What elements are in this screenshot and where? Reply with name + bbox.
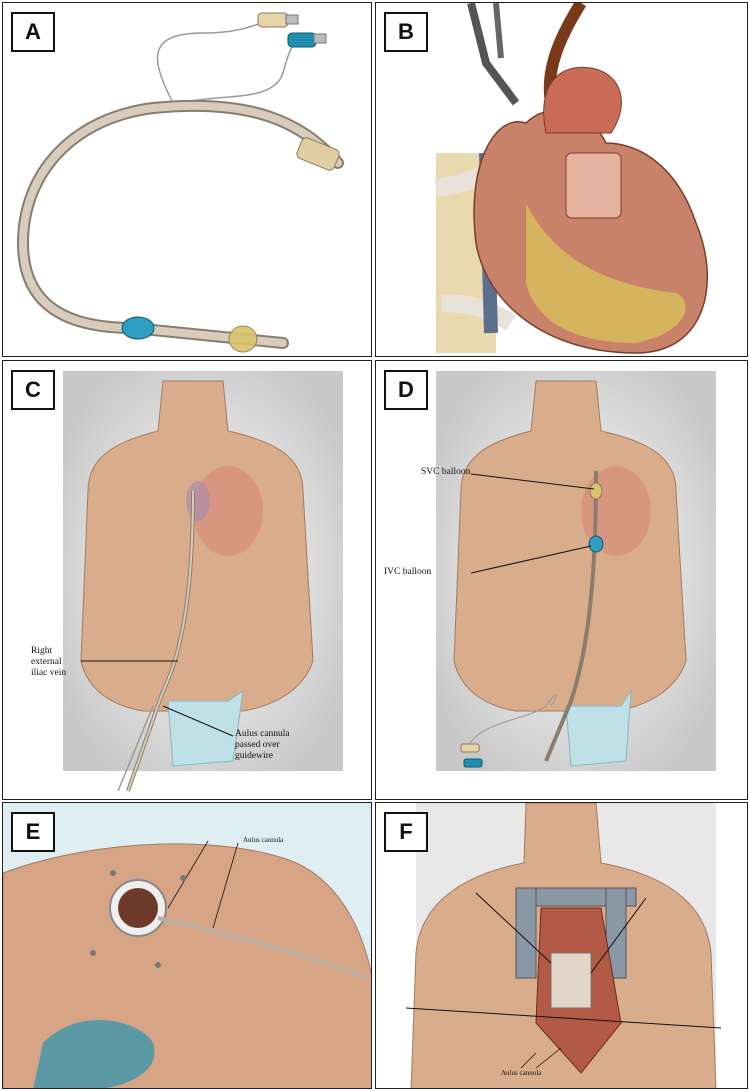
- panel-b: B: [375, 2, 748, 357]
- label-aulus-cannula-e: Aulus cannula: [243, 836, 284, 844]
- torso-illustration-d: [436, 371, 716, 771]
- ivc-balloon-marker: [588, 535, 604, 553]
- sternotomy-illustration: [405, 803, 722, 1088]
- panel-d: D SVC balloon IVC balloon: [375, 360, 748, 800]
- panel-label-c: C: [11, 370, 55, 410]
- drape: [167, 689, 244, 767]
- panel-e: E Aulus cannula: [2, 802, 372, 1089]
- beige-connector: [257, 12, 289, 28]
- panel-label-d: D: [384, 370, 428, 410]
- label-ivc-balloon: IVC balloon: [384, 567, 432, 577]
- panel-label-e: E: [11, 812, 55, 852]
- label-svc-balloon: SVC balloon: [421, 467, 471, 477]
- panel-f: F Aulus cannula: [375, 802, 748, 1089]
- panel-label-b: B: [384, 12, 428, 52]
- heart-illustration: [434, 3, 708, 354]
- panel-c: C Right external iliac vein Aulus cannul…: [2, 360, 372, 800]
- label-aulus-cannula-guidewire: Aulus cannula passed over guidewire: [235, 729, 290, 761]
- cannula-illustration: [16, 12, 344, 353]
- heart-overlay: [193, 466, 263, 556]
- panel-a: A: [2, 2, 372, 357]
- torso-illustration-c: [63, 371, 343, 792]
- svc-balloon-marker: [589, 482, 603, 500]
- panel-label-f: F: [384, 812, 428, 852]
- svc-balloon: [228, 325, 258, 353]
- panel-label-a: A: [11, 12, 55, 52]
- ivc-balloon: [121, 316, 155, 340]
- label-aulus-cannula-f: Aulus cannula: [501, 1069, 542, 1077]
- label-right-external-iliac-vein: Right external iliac vein: [31, 646, 67, 678]
- groin-illustration: [3, 803, 371, 1088]
- blue-connector: [287, 32, 317, 48]
